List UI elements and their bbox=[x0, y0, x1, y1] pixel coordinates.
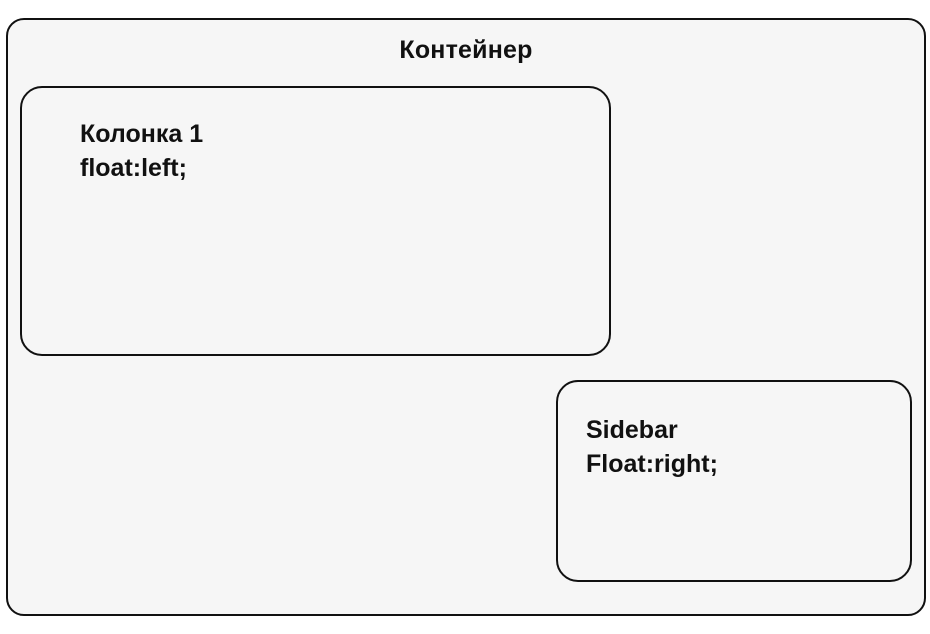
sidebar-label: Sidebar Float:right; bbox=[586, 413, 718, 481]
sidebar-box: Sidebar Float:right; bbox=[556, 380, 912, 582]
container-title: Контейнер bbox=[399, 36, 533, 64]
column-css: float:left; bbox=[80, 154, 187, 182]
column-title: Колонка 1 bbox=[80, 120, 204, 148]
sidebar-css: Float:right; bbox=[586, 450, 718, 478]
column-label: Колонка 1 float:left; bbox=[80, 117, 203, 185]
column-box: Колонка 1 float:left; bbox=[20, 86, 611, 356]
sidebar-title: Sidebar bbox=[586, 416, 678, 444]
